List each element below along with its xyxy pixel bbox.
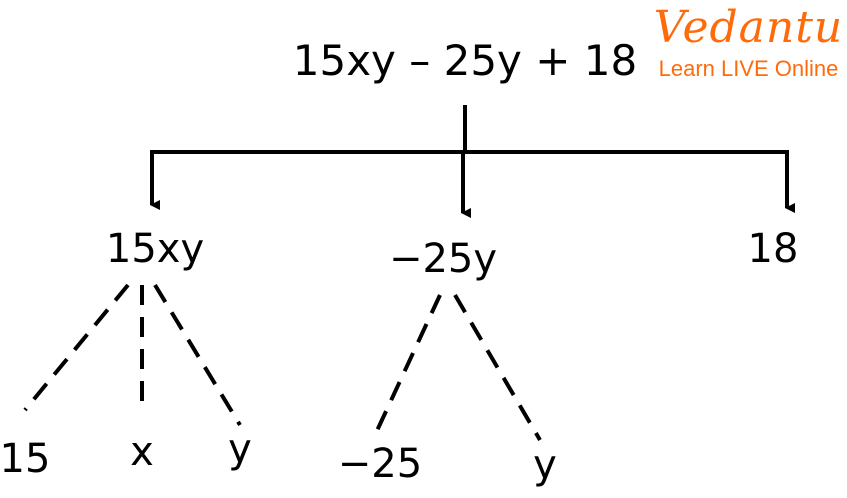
factor-15: 15	[0, 436, 50, 482]
connectors	[150, 105, 795, 218]
vedantu-logo: Vedantu Learn LIVE Online	[650, 0, 847, 80]
factor-y: y	[228, 426, 252, 472]
logo-tagline: Learn LIVE Online	[658, 56, 839, 81]
logo-brand: Vedantu	[653, 2, 844, 53]
dash-15	[23, 283, 130, 412]
term-2: −25y	[389, 236, 497, 282]
dash-neg25	[373, 294, 442, 436]
term-1: 15xy	[106, 226, 204, 272]
dash-y2	[453, 293, 542, 442]
factor-y-2: y	[533, 442, 557, 488]
factor-neg25: −25	[338, 441, 422, 487]
dashed-factor-lines	[23, 283, 542, 442]
term-3: 18	[748, 226, 799, 272]
root-expression: 15xy – 25y + 18	[293, 36, 638, 85]
dash-y1	[153, 283, 242, 427]
factor-x: x	[130, 429, 154, 475]
